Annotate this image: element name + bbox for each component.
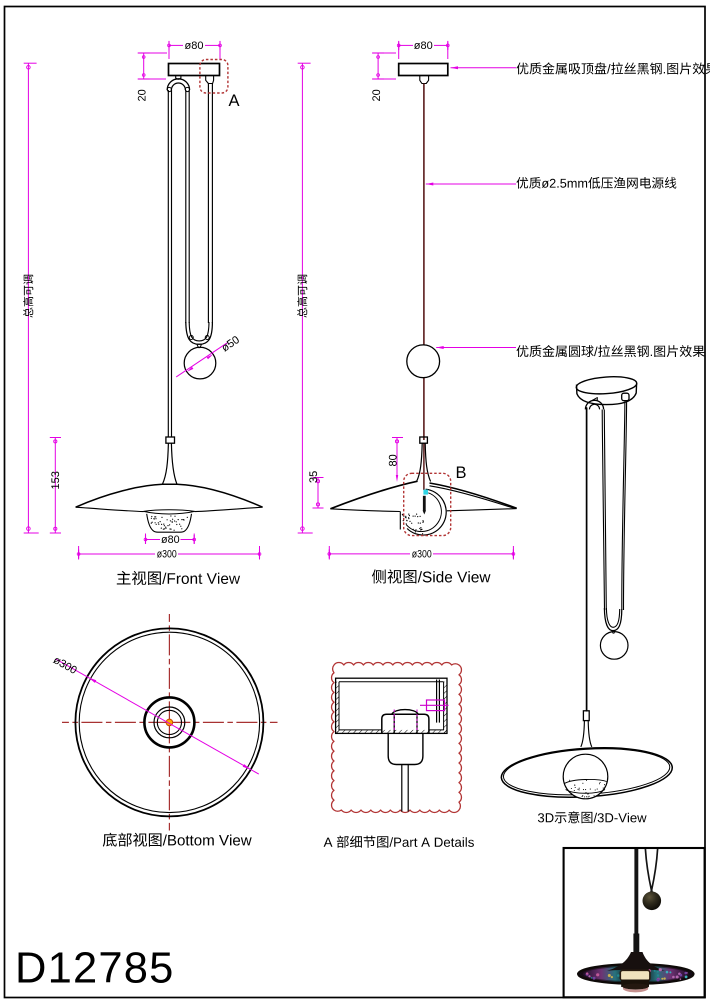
svg-text:ø80: ø80	[414, 40, 433, 52]
svg-text:ø300: ø300	[157, 549, 177, 561]
svg-text:A: A	[229, 92, 240, 110]
svg-text:ø80: ø80	[185, 40, 204, 52]
svg-text:B: B	[456, 464, 467, 482]
svg-text:ø300: ø300	[412, 549, 432, 561]
svg-text:ø80: ø80	[161, 534, 180, 546]
svg-text:D12785: D12785	[15, 945, 175, 993]
